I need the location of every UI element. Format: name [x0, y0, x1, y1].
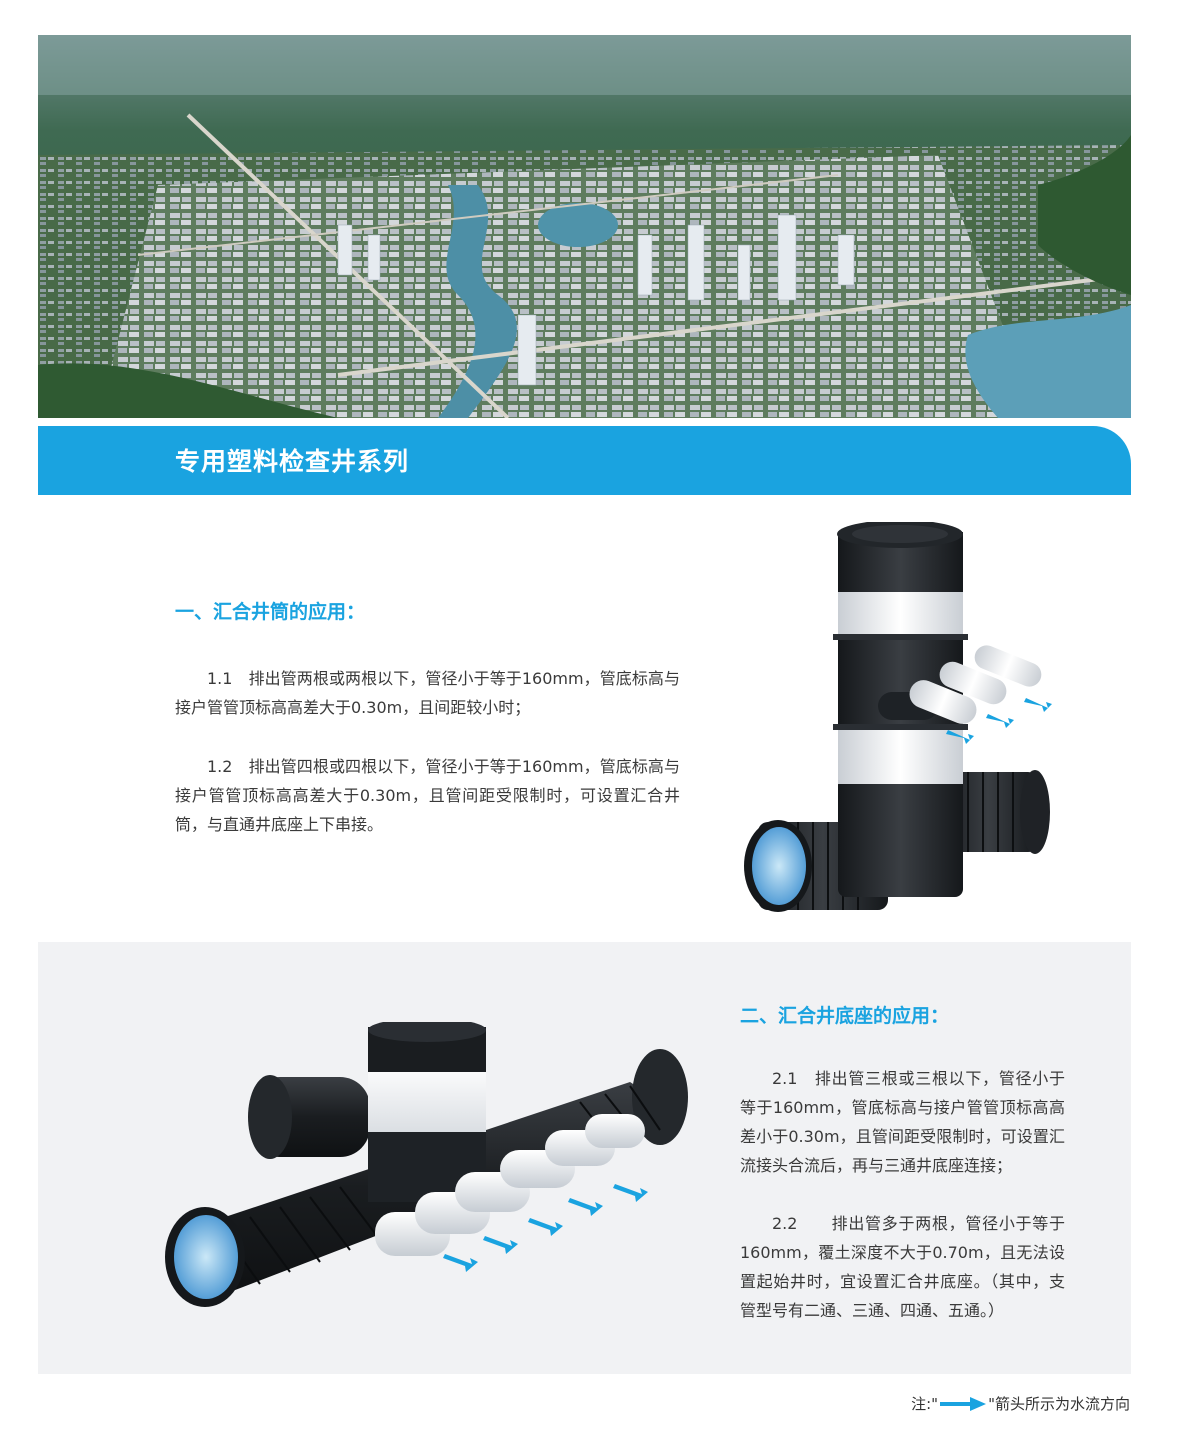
note-suffix: "箭头所示为水流方向	[988, 1395, 1130, 1413]
section2-heading: 二、汇合井底座的应用：	[740, 1005, 950, 1027]
section2-item-2: 2.2 排出管多于两根，管径小于等于160mm，覆土深度不大于0.70m，且无法…	[740, 1214, 1065, 1320]
section2-item-1: 2.1 排出管三根或三根以下，管径小于等于160mm，管底标高与接户管管顶标高高…	[740, 1069, 1065, 1175]
confluence-base-product-image	[160, 1018, 700, 1312]
section1-item-1: 1.1 排出管两根或两根以下，管径小于等于160mm，管底标高与接户管管顶标高高…	[175, 669, 680, 717]
flow-direction-note: 注:" "箭头所示为水流方向	[911, 1393, 1130, 1414]
hero-aerial-city-image	[38, 35, 1131, 418]
page-title: 专用塑料检查井系列	[175, 447, 410, 476]
section-title-banner: 专用塑料检查井系列	[38, 426, 1131, 495]
section1-item-2: 1.2 排出管四根或四根以下，管径小于等于160mm，管底标高与接户管管顶标高高…	[175, 757, 680, 834]
note-prefix: 注:"	[911, 1395, 939, 1413]
confluence-shaft-product-image	[738, 520, 1068, 918]
flow-arrow-icon	[940, 1396, 987, 1411]
section1-heading: 一、汇合井筒的应用：	[175, 601, 366, 623]
